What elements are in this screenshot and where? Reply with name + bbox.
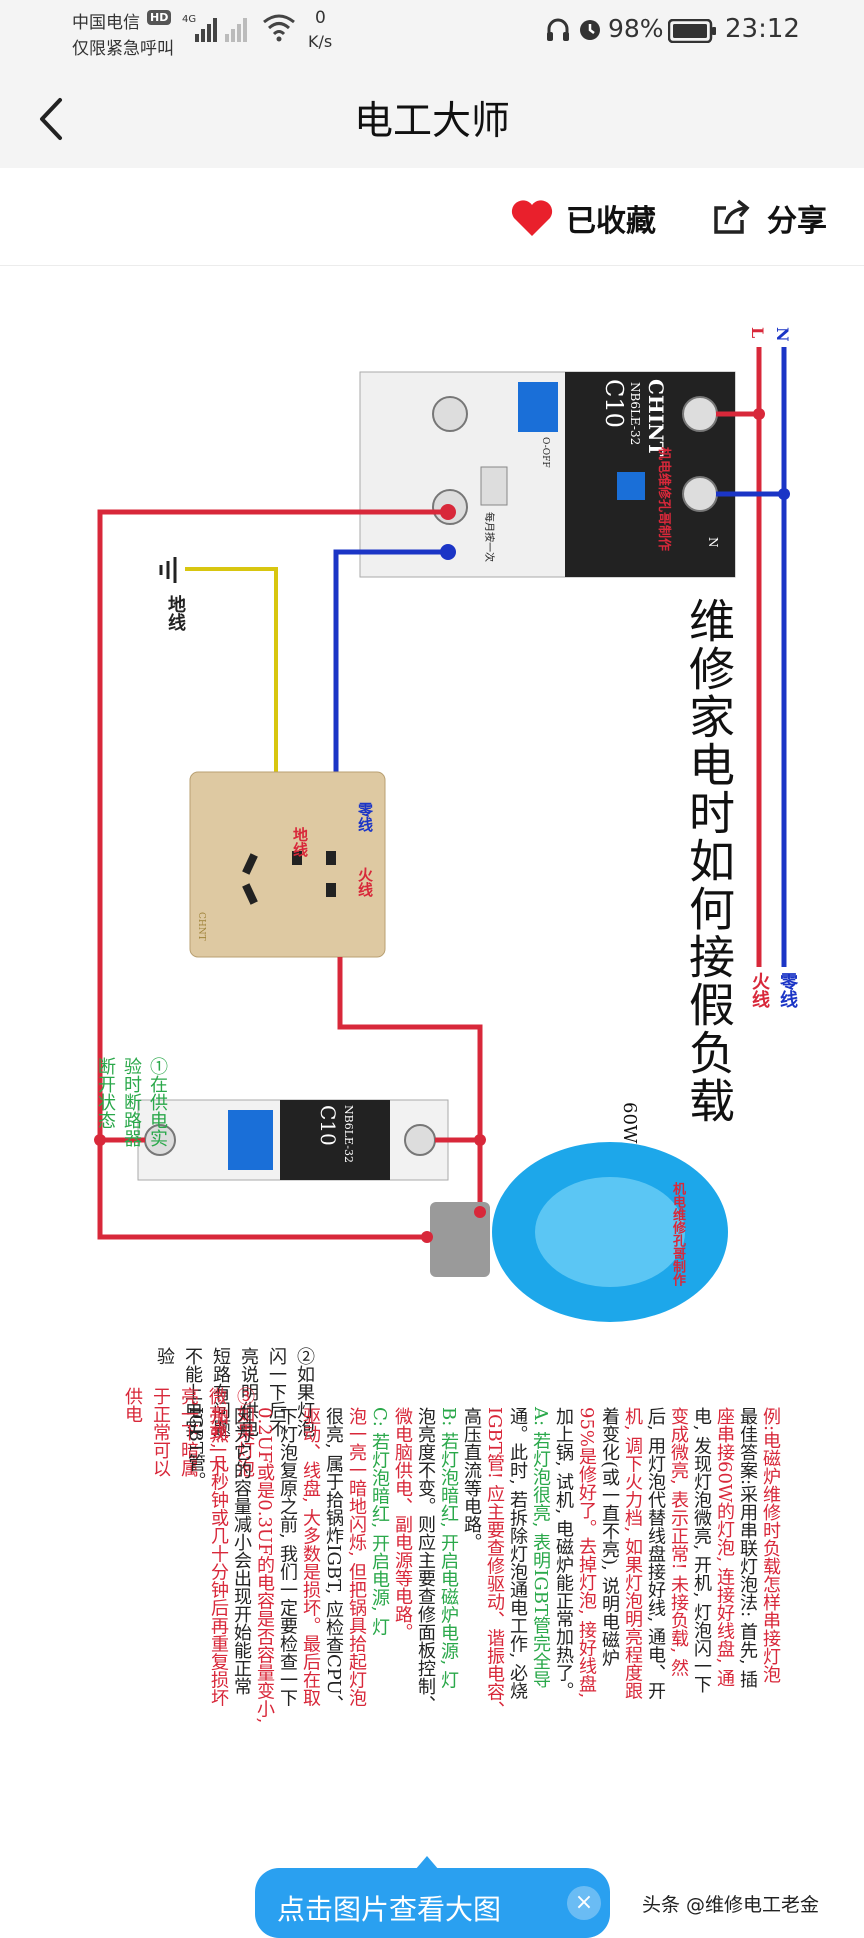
share-icon [714,199,750,234]
socket-zero-label: 零线 [356,802,374,832]
text-line: IGBT管! 应主要查修驱动、谐振电容、 [484,1407,505,1719]
text-line: 后, 用灯泡代替线盘接好线, 通电、开 [645,1407,666,1700]
text-line: 加上锅, 试机, 电磁炉能正常加热了。 [553,1407,574,1700]
text-line: B: 若灯泡暗红, 开启电磁炉电源, 灯 [438,1407,459,1689]
favorite-label: 已收藏 [566,204,656,239]
text-line: 通。此时, 若拆除灯泡通电工作, 必烧 [507,1407,528,1700]
text-line: 驱动、线盘, 大多数是损坏。最后在取 [300,1407,321,1707]
label-ground: 地线 [165,595,186,631]
label-zero-line: 零线 [777,972,798,1008]
heart-icon [511,200,553,236]
favorite-button[interactable]: 已收藏 [510,196,665,240]
text-line: A: 若灯泡很亮, 表明IGBT管完全导 [530,1407,551,1688]
app-bar: 电工大师 [0,66,864,168]
speed-value: 0 [315,8,326,28]
text-line: 下灯泡复原之前, 我们一定要检查一下 [277,1407,298,1707]
socket-fire-label: 火线 [356,867,374,897]
signal-icon [195,18,247,42]
text-line: 很亮, 属于拾锅炸IGBT, 应检查CPU、 [323,1407,344,1713]
text-line: 着变化(或一直不亮), 说明电磁炉 [599,1407,620,1667]
close-icon[interactable]: × [567,1886,601,1920]
battery-percent: 98% [608,14,664,43]
diagram-title: 维修家电时如何接假负载 [682,597,736,1125]
socket-ground-label: 地线 [291,827,309,857]
page-title: 电工大师 [353,99,510,144]
source-watermark: 头条 @维修电工老金 [642,1894,820,1916]
text-line: 加热, 几秒钟或几十分钟后再重复损坏 [208,1407,229,1707]
text-line: 微电脑供电、副电源等电路。 [392,1407,413,1641]
view-large-image-label: 点击图片查看大图 [277,1893,502,1926]
network-type: 4G [182,14,197,25]
text-line: 泡亮度不变。则应主要查修面板控制、 [415,1407,436,1713]
article-image[interactable]: N L 地线 零线 火线 维修家电时如何接假负载 60W CHINT NB6LE… [0,267,864,1920]
share-button[interactable]: 分享 [712,196,842,240]
alarm-icon [580,20,600,40]
text-line: 电, 发现灯泡微亮, 开机, 灯泡闪一下 [691,1407,712,1694]
battery-icon [668,19,716,43]
text-line: C: 若灯泡暗红, 开启电源, 灯 [369,1407,390,1636]
text-line: 例:电磁炉维修时负载怎样串接灯泡 [760,1407,781,1684]
speed-unit: K/s [308,32,333,51]
text-line: 变成微亮, 表示正常! 未接负载, 然 [668,1407,689,1677]
text-line: IGBT管。 [185,1407,206,1490]
text-line: 泡一亮一暗地闪烁, 但把锅具拾起灯泡 [346,1407,367,1707]
status-bar: 中国电信 HD 仅限紧急呼叫 4G 0 K/s 98% 23:12 [0,0,864,66]
share-label: 分享 [767,204,827,239]
bulb-watermark: 机电维修孔哥制作 [670,1182,685,1286]
text-line: 因为它的容量减小会出现开始能正常 [231,1407,252,1695]
carrier-label: 中国电信 [72,13,140,33]
view-large-image-button[interactable]: 点击图片查看大图 × [255,1856,610,1938]
note-1: ①在供电实验时断路器断开状态 [95,1057,168,1147]
text-line: 机, 调下火力档, 如果灯泡明亮程度跟 [622,1407,643,1700]
text-line: 最佳答案:采用串联灯泡法: 首先, 插 [737,1407,758,1689]
wifi-icon [263,14,295,42]
clock: 23:12 [725,14,800,44]
text-line: 95%是修好了。去掉灯泡, 接好线盘, [576,1407,597,1699]
hd-badge: HD [147,10,172,25]
action-bar: 已收藏 分享 [0,168,864,266]
text-line: 0.2UF或是0.3UF的电容是否容量变小, [254,1407,275,1724]
text-line: 高压直流等电路。 [461,1407,482,1551]
chevron-left-icon[interactable] [32,94,72,144]
article-text-block: 例:电磁炉维修时负载怎样串接灯泡 最佳答案:采用串联灯泡法: 首先, 插 座串接… [0,267,864,1920]
headphone-icon [547,18,569,41]
label-fire-line: 火线 [749,972,770,1008]
wiring-diagram [94,347,790,1322]
note-3: ③如果灯泡微亮或一下亮一下暗属于正常可以供电 [122,1387,255,1477]
socket-brand: CHNT [196,912,206,941]
sos-label: 仅限紧急呼叫 [72,39,174,59]
note-2: ②如果灯泡闪一下后不亮说明供电短路有问题不能上电实验 [154,1347,315,1437]
text-line: 座串接60W的灯泡, 连接好线盘, 通 [714,1407,735,1688]
caret-up-icon [415,1856,439,1870]
